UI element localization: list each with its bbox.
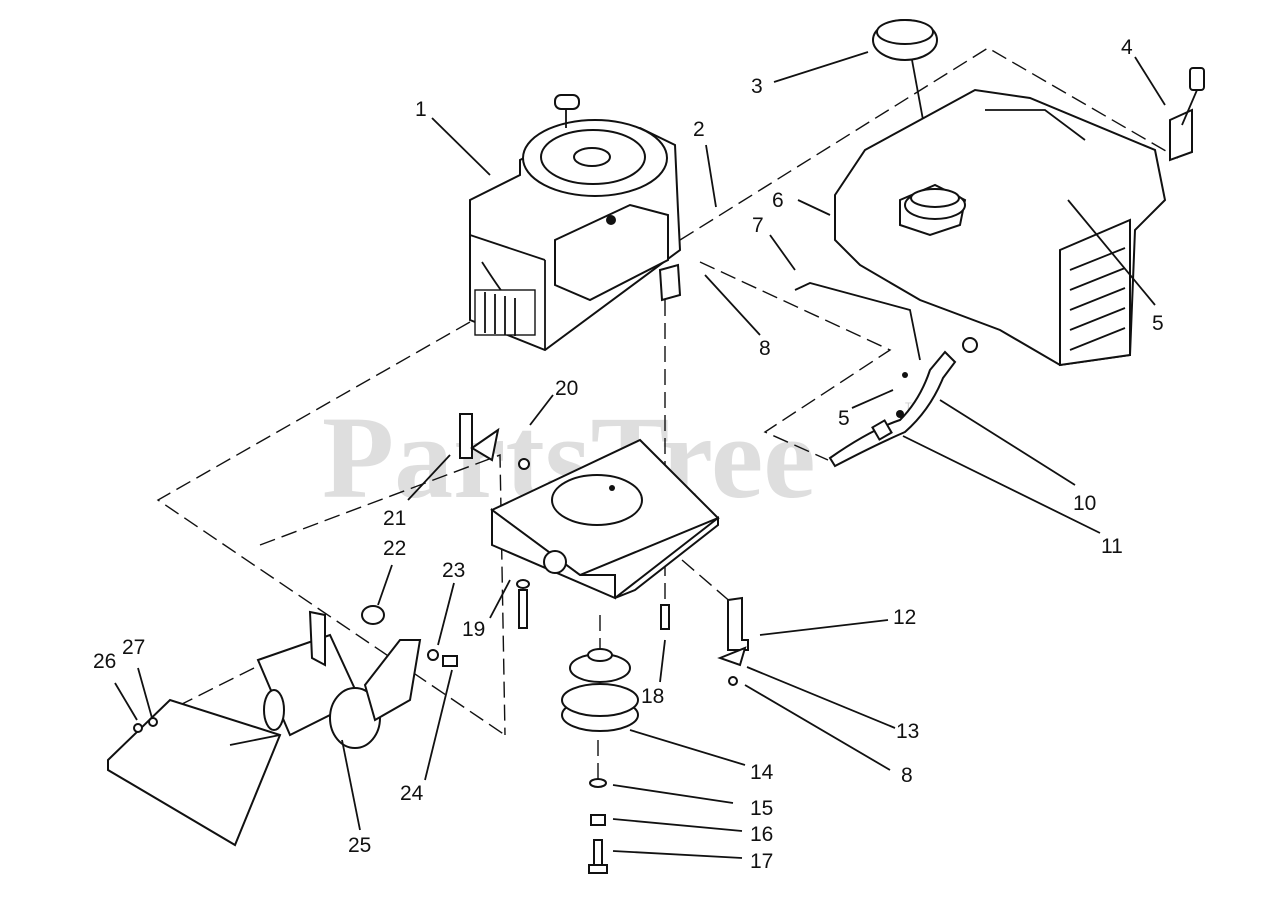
brackets	[459, 413, 749, 686]
callout-27: 27	[122, 636, 145, 659]
callout-1: 1	[415, 98, 427, 121]
callout-4: 4	[1121, 36, 1133, 59]
callout-17: 17	[750, 850, 773, 873]
callout-22: 22	[383, 537, 406, 560]
callout-15: 15	[750, 797, 773, 820]
callout-25: 25	[348, 834, 371, 857]
callout-5b: 5	[838, 407, 850, 430]
callout-21: 21	[383, 507, 406, 530]
pulley-assembly	[561, 648, 639, 874]
callout-12: 12	[893, 606, 916, 629]
throttle-control	[1169, 67, 1205, 162]
callout-13: 13	[896, 720, 919, 743]
callout-10: 10	[1073, 492, 1096, 515]
fuel-tank	[834, 88, 1167, 367]
callout-26: 26	[93, 650, 116, 673]
callouts: 1 2 3 4 5 5 6 7 8 8 10 11 12 13 14 15 16…	[93, 36, 1164, 873]
callout-18: 18	[641, 685, 664, 708]
leader-lines	[114, 51, 1166, 859]
callout-20: 20	[555, 377, 578, 400]
mounting-plate	[490, 438, 720, 600]
callout-24: 24	[400, 782, 424, 805]
callout-16: 16	[750, 823, 773, 846]
callout-8b: 8	[901, 764, 913, 787]
fuel-line	[794, 282, 978, 468]
callout-8a: 8	[759, 337, 771, 360]
bolts	[516, 579, 670, 630]
callout-2: 2	[693, 118, 705, 141]
engine	[469, 94, 682, 352]
callout-23: 23	[442, 559, 465, 582]
callout-7: 7	[752, 214, 764, 237]
callout-5a: 5	[1152, 312, 1164, 335]
callout-6: 6	[772, 189, 784, 212]
exhaust-assembly	[107, 605, 458, 847]
callout-3: 3	[751, 75, 763, 98]
callout-11: 11	[1101, 535, 1123, 558]
callout-14: 14	[750, 761, 774, 784]
callout-19: 19	[462, 618, 485, 641]
fuel-cap	[872, 19, 938, 186]
